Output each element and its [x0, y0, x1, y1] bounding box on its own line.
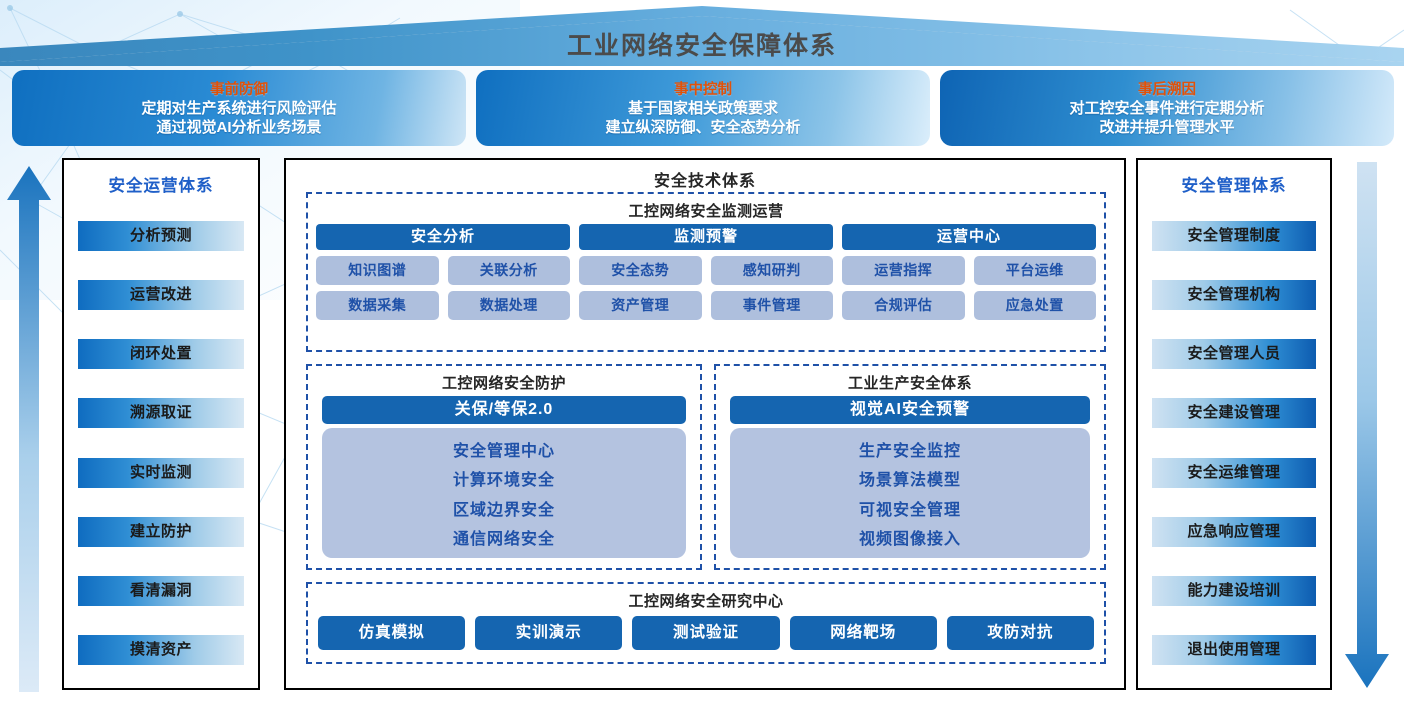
cell-asset-management[interactable]: 资产管理 — [579, 291, 702, 320]
block-title: 工控网络安全研究中心 — [628, 593, 784, 610]
block-title: 工控网络安全监测运营 — [628, 203, 784, 220]
sidebar-item-establish-protection[interactable]: 建立防护 — [78, 516, 244, 547]
protection-item-area-boundary[interactable]: 区域边界安全 — [452, 501, 555, 519]
sidebar-item-realtime-monitoring[interactable]: 实时监测 — [78, 457, 244, 488]
banner-line: 基于国家相关政策要求 — [627, 100, 778, 117]
block-title: 工控网络安全防护 — [441, 375, 566, 392]
page-title: 工业网络安全保障体系 — [566, 32, 837, 60]
cell-operations-command[interactable]: 运营指挥 — [842, 256, 965, 285]
protection-header-button[interactable]: 关保/等保2.0 — [322, 396, 686, 424]
panel-heading: 安全管理体系 — [1181, 177, 1287, 195]
cell-data-processing[interactable]: 数据处理 — [447, 291, 570, 320]
banner-card-post-tracing[interactable]: 事后溯因 对工控安全事件进行定期分析 改进并提升管理水平 — [940, 70, 1394, 146]
security-management-panel: 安全管理体系 安全管理制度 安全管理机构 安全管理人员 安全建设管理 安全运维管… — [1136, 158, 1332, 690]
cell-event-management[interactable]: 事件管理 — [710, 291, 833, 320]
cell-emergency-handling[interactable]: 应急处置 — [973, 291, 1096, 320]
research-button-test-verification[interactable]: 测试验证 — [632, 616, 780, 650]
research-center-block: 工控网络安全研究中心 仿真模拟 实训演示 测试验证 网络靶场 攻防对抗 — [306, 582, 1106, 664]
banner-line: 定期对生产系统进行风险评估 — [141, 100, 337, 117]
banner-title: 事后溯因 — [1138, 82, 1196, 98]
network-protection-block: 工控网络安全防护 关保/等保2.0 安全管理中心 计算环境安全 区域边界安全 通… — [306, 364, 702, 570]
protection-item-computing-environment[interactable]: 计算环境安全 — [452, 472, 555, 490]
sidebar-list-left: 分析预测 运营改进 闭环处置 溯源取证 实时监测 建立防护 看清漏洞 摸清资产 — [64, 204, 258, 688]
security-technology-panel: 安全技术体系 工控网络安全监测运营 安全分析 知识图谱 关联分析 数据采集 数据… — [284, 158, 1126, 690]
block-title: 工业生产安全体系 — [847, 375, 972, 392]
sidebar-item-closed-loop-handling[interactable]: 闭环处置 — [78, 339, 244, 370]
cell-platform-maintenance[interactable]: 平台运维 — [973, 256, 1096, 285]
cell-correlation-analysis[interactable]: 关联分析 — [447, 256, 570, 285]
research-button-simulation[interactable]: 仿真模拟 — [318, 616, 466, 650]
sidebar-item-inventory-assets[interactable]: 摸清资产 — [78, 635, 244, 666]
phase-banner-row: 事前防御 定期对生产系统进行风险评估 通过视觉AI分析业务场景 事中控制 基于国… — [12, 70, 1394, 146]
monitoring-column-operations-center: 运营中心 运营指挥 平台运维 合规评估 应急处置 — [842, 224, 1096, 344]
sidebar-item-analysis-prediction[interactable]: 分析预测 — [78, 220, 244, 251]
monitoring-row: 数据采集 数据处理 — [316, 291, 570, 320]
column-header-security-analysis[interactable]: 安全分析 — [316, 224, 570, 250]
arrow-down-icon — [1345, 162, 1389, 688]
banner-title: 事中控制 — [674, 82, 732, 98]
panel-heading: 安全运营体系 — [108, 177, 214, 195]
banner-card-in-control[interactable]: 事中控制 基于国家相关政策要求 建立纵深防御、安全态势分析 — [476, 70, 930, 146]
arrow-up-icon — [7, 166, 51, 692]
protection-item-security-management-center[interactable]: 安全管理中心 — [452, 443, 555, 461]
sidebar-item-ops-maintenance-management[interactable]: 安全运维管理 — [1152, 457, 1316, 488]
cell-data-collection[interactable]: 数据采集 — [316, 291, 439, 320]
monitoring-row: 合规评估 应急处置 — [842, 291, 1096, 320]
monitoring-row: 运营指挥 平台运维 — [842, 256, 1096, 285]
banner-line: 对工控安全事件进行定期分析 — [1069, 100, 1265, 117]
banner-card-pre-defense[interactable]: 事前防御 定期对生产系统进行风险评估 通过视觉AI分析业务场景 — [12, 70, 466, 146]
sidebar-item-traceability-forensics[interactable]: 溯源取证 — [78, 398, 244, 429]
production-header-button[interactable]: 视觉AI安全预警 — [730, 396, 1090, 424]
column-header-operations-center[interactable]: 运营中心 — [842, 224, 1096, 250]
monitoring-column-monitoring-warning: 监测预警 安全态势 感知研判 资产管理 事件管理 — [579, 224, 833, 344]
sidebar-item-construction-management[interactable]: 安全建设管理 — [1152, 398, 1316, 429]
banner-title: 事前防御 — [210, 82, 268, 98]
production-item-scene-algorithm-model[interactable]: 场景算法模型 — [858, 472, 961, 490]
column-header-monitoring-warning[interactable]: 监测预警 — [579, 224, 833, 250]
research-button-cyber-range[interactable]: 网络靶场 — [789, 616, 937, 650]
production-item-safety-monitoring[interactable]: 生产安全监控 — [858, 443, 961, 461]
sidebar-item-operations-improvement[interactable]: 运营改进 — [78, 279, 244, 310]
sidebar-list-right: 安全管理制度 安全管理机构 安全管理人员 安全建设管理 安全运维管理 应急响应管… — [1138, 204, 1330, 688]
roof-banner: 工业网络安全保障体系 — [0, 4, 1404, 66]
production-item-list: 生产安全监控 场景算法模型 可视安全管理 视频图像接入 — [730, 428, 1090, 558]
banner-line: 改进并提升管理水平 — [1099, 119, 1235, 136]
sidebar-item-management-organization[interactable]: 安全管理机构 — [1152, 279, 1316, 310]
banner-line: 通过视觉AI分析业务场景 — [156, 119, 322, 136]
sidebar-item-management-personnel[interactable]: 安全管理人员 — [1152, 339, 1316, 370]
security-operations-panel: 安全运营体系 分析预测 运营改进 闭环处置 溯源取证 实时监测 建立防护 看清漏… — [62, 158, 260, 690]
research-button-row: 仿真模拟 实训演示 测试验证 网络靶场 攻防对抗 — [318, 616, 1095, 650]
monitoring-row: 安全态势 感知研判 — [579, 256, 833, 285]
cell-perception-judgement[interactable]: 感知研判 — [710, 256, 833, 285]
research-button-training-demo[interactable]: 实训演示 — [475, 616, 623, 650]
cell-security-posture[interactable]: 安全态势 — [579, 256, 702, 285]
cell-compliance-assessment[interactable]: 合规评估 — [842, 291, 965, 320]
production-item-video-image-access[interactable]: 视频图像接入 — [858, 530, 961, 548]
industrial-production-safety-block: 工业生产安全体系 视觉AI安全预警 生产安全监控 场景算法模型 可视安全管理 视… — [714, 364, 1106, 570]
monitoring-row: 知识图谱 关联分析 — [316, 256, 570, 285]
sidebar-item-emergency-response-management[interactable]: 应急响应管理 — [1152, 516, 1316, 547]
protection-item-list: 安全管理中心 计算环境安全 区域边界安全 通信网络安全 — [322, 428, 686, 558]
monitoring-column-security-analysis: 安全分析 知识图谱 关联分析 数据采集 数据处理 — [316, 224, 570, 344]
banner-line: 建立纵深防御、安全态势分析 — [605, 119, 801, 136]
sidebar-item-identify-vulnerabilities[interactable]: 看清漏洞 — [78, 576, 244, 607]
production-item-visual-safety-management[interactable]: 可视安全管理 — [858, 501, 961, 519]
monitoring-operations-block: 工控网络安全监测运营 安全分析 知识图谱 关联分析 数据采集 数据处理 监测预警… — [306, 192, 1106, 352]
cell-knowledge-graph[interactable]: 知识图谱 — [316, 256, 439, 285]
research-button-attack-defense[interactable]: 攻防对抗 — [946, 616, 1095, 650]
sidebar-item-decommission-management[interactable]: 退出使用管理 — [1152, 635, 1316, 666]
sidebar-item-capability-training[interactable]: 能力建设培训 — [1152, 576, 1316, 607]
protection-item-communication-network[interactable]: 通信网络安全 — [452, 530, 555, 548]
monitoring-row: 资产管理 事件管理 — [579, 291, 833, 320]
sidebar-item-management-system[interactable]: 安全管理制度 — [1152, 220, 1316, 251]
panel-heading: 安全技术体系 — [653, 173, 756, 190]
monitoring-columns: 安全分析 知识图谱 关联分析 数据采集 数据处理 监测预警 安全态势 感知研判 … — [316, 224, 1096, 344]
